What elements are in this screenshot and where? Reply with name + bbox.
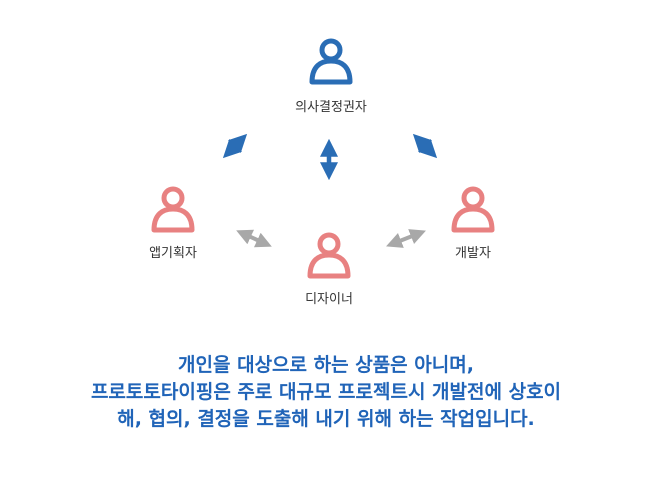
decision-maker-label: 의사결정권자 <box>295 100 367 115</box>
node-planner: 앱기획자 <box>128 184 218 261</box>
person-icon <box>451 186 495 233</box>
double-arrow-icon <box>412 133 438 159</box>
developer-label: 개발자 <box>455 246 491 261</box>
caption: 개인을 대상으로 하는 상품은 아니며, 프로토토타이핑은 주로 대규모 프로젝… <box>0 352 652 433</box>
planner-label: 앱기획자 <box>149 246 197 261</box>
node-developer: 개발자 <box>428 184 518 261</box>
person-icon <box>151 186 195 233</box>
person-icon <box>307 232 351 279</box>
arrows-layer <box>222 133 438 248</box>
double-arrow-icon <box>222 133 248 159</box>
caption-line-3: 해, 협의, 결정을 도출해 내기 위해 하는 작업입니다. <box>117 408 535 430</box>
double-arrow-icon <box>386 229 426 248</box>
node-designer: 디자이너 <box>284 230 374 307</box>
designer-label: 디자이너 <box>305 292 353 307</box>
person-icon <box>309 38 353 85</box>
caption-line-1: 개인을 대상으로 하는 상품은 아니며, <box>178 354 474 376</box>
node-decision-maker: 의사결정권자 <box>286 36 376 115</box>
double-arrow-icon <box>236 229 272 248</box>
caption-line-2: 프로토토타이핑은 주로 대규모 프로젝트시 개발전에 상호이 <box>90 381 562 403</box>
